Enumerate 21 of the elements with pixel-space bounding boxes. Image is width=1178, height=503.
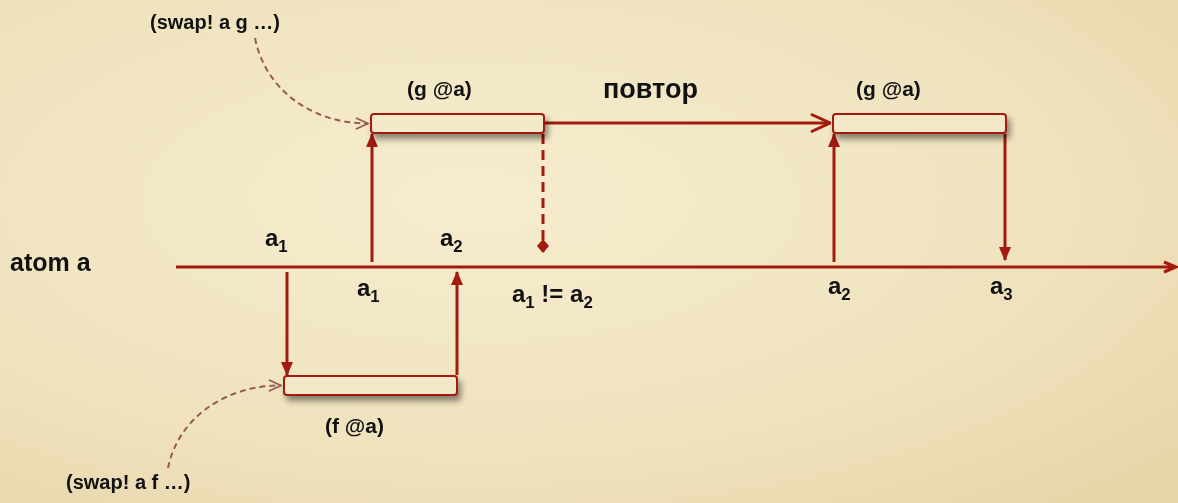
value-label: a$_{3}$ xyxy=(990,274,1013,298)
code-text: (swap! a g …) xyxy=(150,12,280,32)
arrow xyxy=(828,133,840,262)
code-text: (swap! a f …) xyxy=(66,472,191,492)
dashed-arrow xyxy=(167,379,282,469)
value-label: a$_{2}$ xyxy=(828,274,851,298)
value-label: a$_{1}$ xyxy=(265,226,288,250)
dashed-arrow xyxy=(254,37,369,130)
bar-label: (f @a) xyxy=(325,415,384,436)
arrow xyxy=(999,134,1011,261)
bar-label: (g @a) xyxy=(856,78,921,99)
arrow xyxy=(366,133,378,262)
arrow xyxy=(545,113,832,133)
value-label: a$_{2}$ xyxy=(440,226,463,250)
value-label: a$_{1}$ xyxy=(357,276,380,300)
edge-label: повтор xyxy=(603,76,698,103)
arrow xyxy=(451,271,463,375)
timeline-label: atom a xyxy=(10,250,91,275)
bar-label: (g @a) xyxy=(407,78,472,99)
value-label: a$_{1}$ != a$_{2}$ xyxy=(512,282,593,306)
arrow xyxy=(281,272,293,376)
